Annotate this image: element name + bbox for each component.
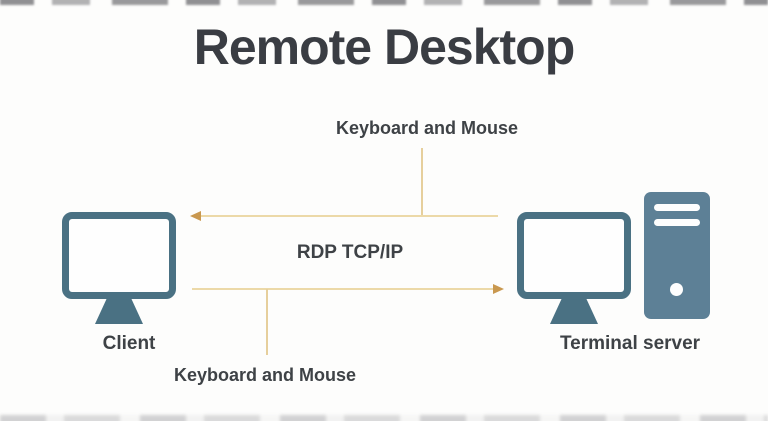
server-monitor-stand-icon <box>550 299 598 324</box>
arrow-server-to-client-line <box>200 215 498 217</box>
rdp-tcpip-label: RDP TCP/IP <box>296 242 404 263</box>
client-monitor-icon <box>62 212 176 299</box>
page-title: Remote Desktop <box>193 19 576 75</box>
tower-drive-slot-icon <box>654 204 700 211</box>
arrow-right-head-icon <box>493 284 504 294</box>
keyboard-mouse-top-connector-line <box>421 148 423 216</box>
server-tower-icon <box>644 192 710 319</box>
terminal-server-label: Terminal server <box>559 333 701 354</box>
tower-power-button-icon <box>670 283 683 296</box>
keyboard-mouse-bottom-connector-line <box>266 289 268 355</box>
keyboard-mouse-bottom-label: Keyboard and Mouse <box>173 365 357 385</box>
server-monitor-icon <box>517 212 631 299</box>
arrow-left-head-icon <box>190 211 201 221</box>
cropped-text-artifact-top <box>0 0 768 5</box>
client-monitor-stand-icon <box>95 299 143 324</box>
client-label: Client <box>102 333 156 354</box>
arrow-client-to-server-line <box>192 288 494 290</box>
tower-drive-slot-icon <box>654 219 700 226</box>
cropped-text-artifact-bottom <box>0 415 768 421</box>
keyboard-mouse-top-label: Keyboard and Mouse <box>335 118 519 138</box>
